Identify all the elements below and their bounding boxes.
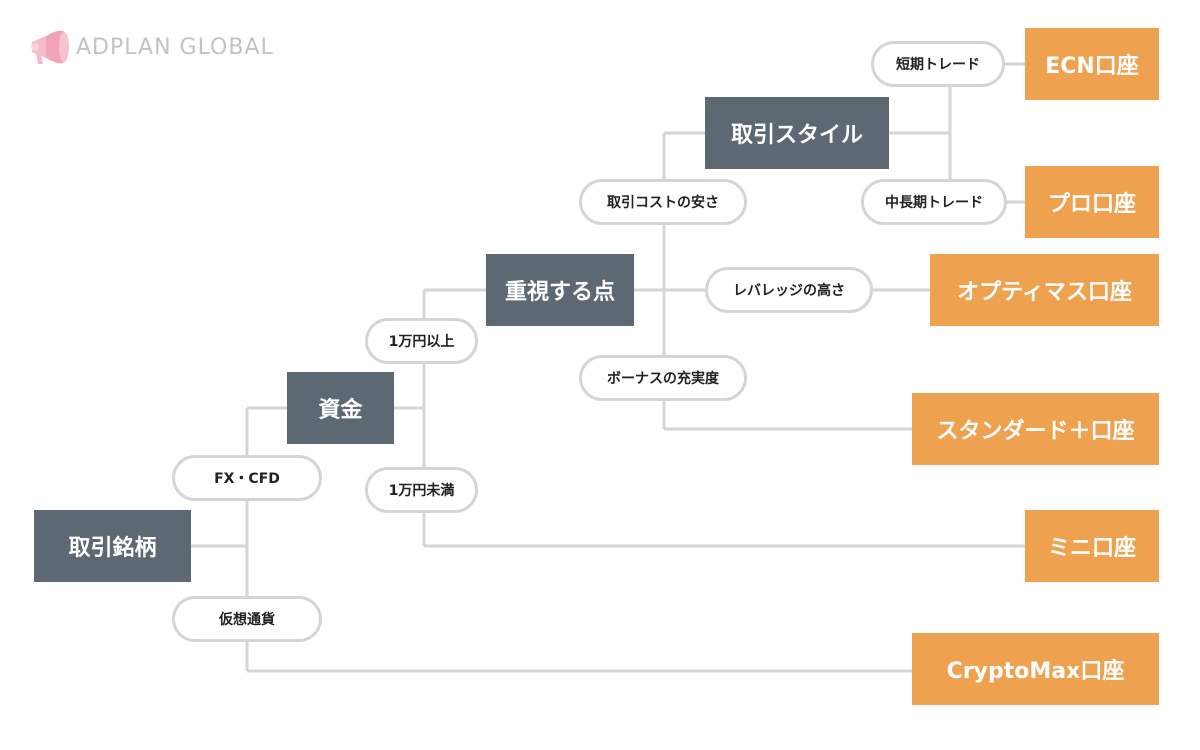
condition-short-term: 短期トレード bbox=[871, 41, 1005, 87]
condition-high-leverage: レバレッジの高さ bbox=[705, 267, 873, 313]
condition-fx-cfd: FX・CFD bbox=[172, 455, 322, 501]
condition-low-cost: 取引コストの安さ bbox=[579, 179, 747, 225]
condition-bonus: ボーナスの充実度 bbox=[579, 355, 747, 401]
brand-name: ADPLAN GLOBAL bbox=[76, 34, 274, 60]
megaphone-icon bbox=[31, 30, 69, 64]
decision-trading-instrument: 取引銘柄 bbox=[34, 510, 191, 582]
condition-under-10k: 1万円未満 bbox=[365, 467, 478, 513]
decision-trading-style: 取引スタイル bbox=[705, 97, 889, 169]
condition-crypto: 仮想通貨 bbox=[172, 596, 322, 642]
result-pro-account: プロ口座 bbox=[1025, 166, 1159, 238]
decision-capital: 資金 bbox=[287, 372, 394, 444]
condition-mid-long-term: 中長期トレード bbox=[861, 179, 1007, 225]
brand-logo: ADPLAN GLOBAL bbox=[26, 26, 274, 68]
result-optimus-account: オプティマス口座 bbox=[930, 254, 1159, 326]
result-mini-account: ミニ口座 bbox=[1025, 510, 1159, 582]
result-standard-plus-account: スタンダード＋口座 bbox=[912, 393, 1159, 465]
decision-priority: 重視する点 bbox=[486, 254, 634, 326]
result-ecn-account: ECN口座 bbox=[1025, 28, 1159, 100]
result-cryptomax-account: CryptoMax口座 bbox=[912, 633, 1159, 705]
condition-over-10k: 1万円以上 bbox=[365, 318, 478, 364]
